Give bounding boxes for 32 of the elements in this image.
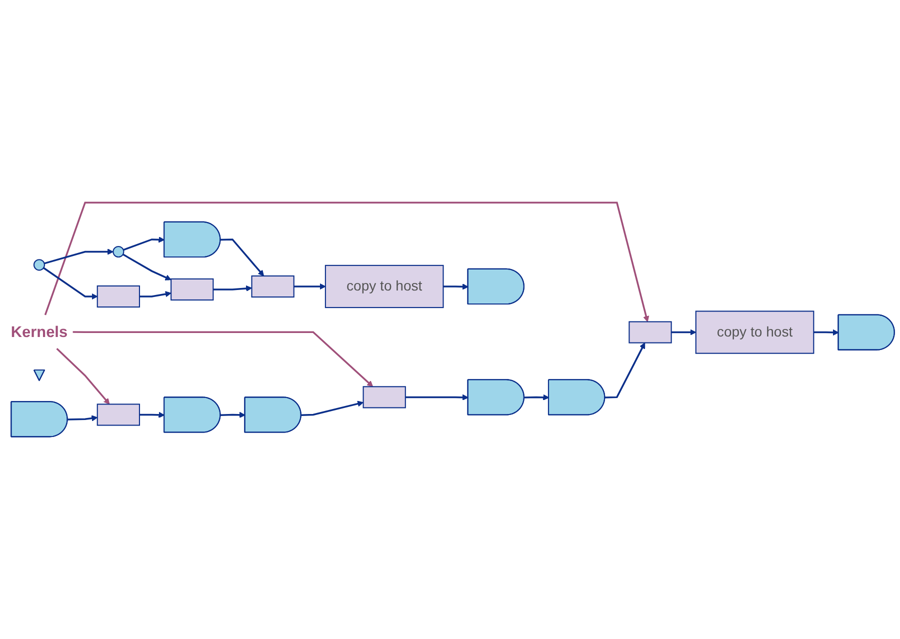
arrow — [44, 248, 114, 264]
arrow — [139, 412, 165, 418]
arrow — [123, 236, 165, 251]
node-circle — [33, 258, 46, 271]
arrow — [443, 283, 468, 290]
node-box — [628, 321, 672, 344]
arrow — [72, 330, 374, 387]
node-box — [251, 275, 294, 298]
arrow — [43, 267, 98, 300]
arrow — [604, 342, 646, 398]
arrow — [139, 290, 172, 298]
arrow — [671, 329, 696, 336]
node-text: Kernels — [10, 322, 68, 340]
arrow — [405, 394, 468, 400]
arrow — [814, 329, 839, 336]
arrow — [294, 283, 326, 290]
node-box: copy to host — [324, 264, 444, 308]
node-circle — [112, 246, 124, 258]
arrow — [213, 285, 252, 292]
arrow — [301, 400, 364, 416]
node-box — [362, 386, 406, 408]
node-box — [96, 404, 140, 426]
arrow — [524, 394, 550, 400]
node-box — [96, 285, 140, 308]
arrow — [122, 253, 172, 280]
node-box: copy to host — [695, 310, 814, 354]
arrow — [220, 412, 246, 418]
arrow — [220, 238, 264, 276]
arrow — [56, 348, 110, 404]
node-box — [170, 278, 214, 300]
arrow — [68, 415, 98, 422]
arrow — [44, 202, 650, 322]
